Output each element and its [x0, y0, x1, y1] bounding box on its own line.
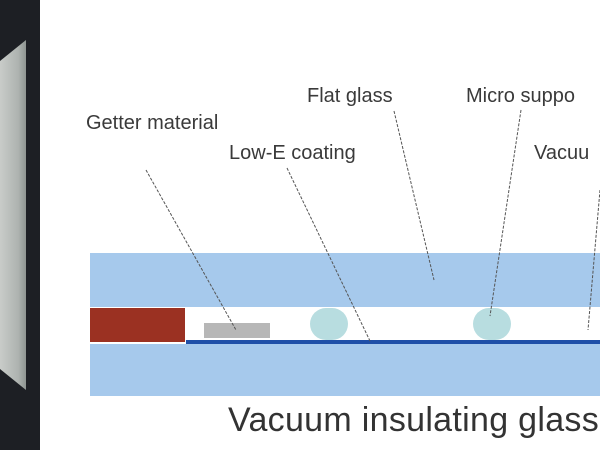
leader-micro-support	[489, 109, 522, 317]
leader-low-e	[286, 167, 371, 342]
micro-support-pillar	[473, 308, 511, 340]
micro-support-pillar	[310, 308, 348, 340]
label-micro-support: Micro suppo	[466, 85, 575, 107]
leader-flat-glass	[393, 110, 435, 281]
photo-glass-pane	[0, 40, 26, 390]
leader-getter	[145, 169, 237, 331]
getter-material	[204, 323, 270, 338]
label-low-e-coating: Low-E coating	[229, 142, 356, 164]
label-getter-material: Getter material	[86, 112, 219, 134]
flat-glass-bottom	[90, 344, 600, 396]
label-vacuum: Vacuu	[534, 142, 590, 164]
edge-seal	[90, 308, 185, 342]
flat-glass-top	[90, 253, 600, 307]
low-e-coating-layer	[186, 340, 600, 344]
product-photo	[0, 0, 40, 450]
diagram-caption: Vacuum insulating glass	[228, 401, 600, 439]
leader-vacuum	[587, 189, 600, 331]
label-flat-glass: Flat glass	[307, 85, 393, 107]
